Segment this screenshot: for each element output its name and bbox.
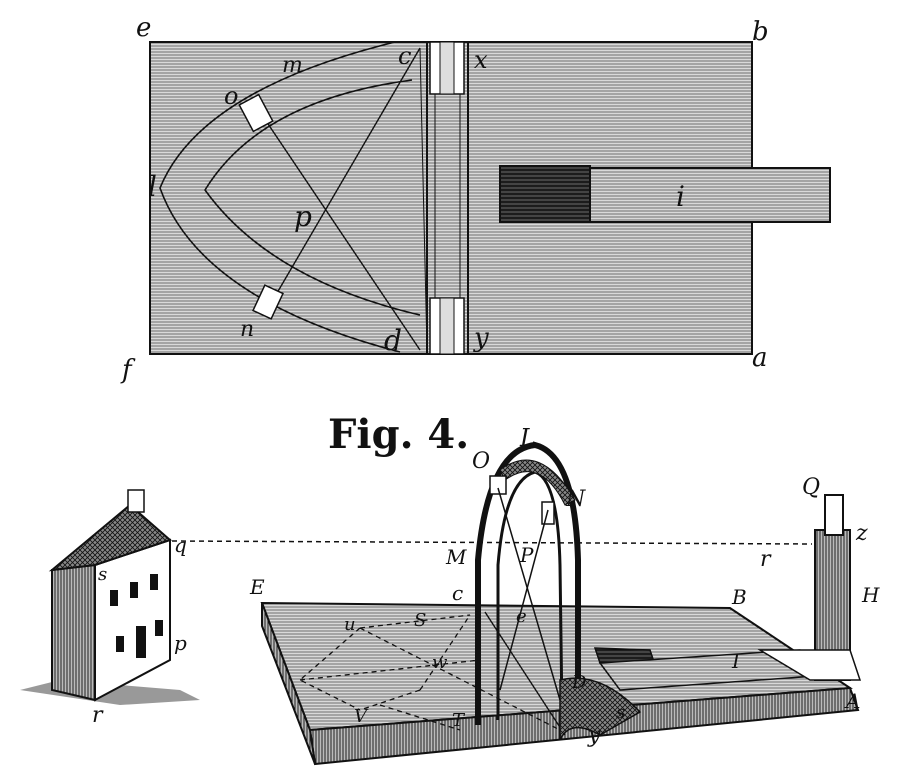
sight-N xyxy=(541,501,555,525)
label-q: q xyxy=(174,533,187,557)
label-p: p xyxy=(174,631,187,655)
house-window xyxy=(155,620,163,636)
house-window xyxy=(150,574,158,590)
figure-caption: Fig. 4. xyxy=(328,411,469,458)
plan-sight-n xyxy=(252,284,284,320)
label-S: S xyxy=(414,610,426,631)
label-s-house: s xyxy=(98,564,107,585)
label-I: I xyxy=(731,649,741,673)
plan-inner-arc xyxy=(204,79,421,316)
vane-base xyxy=(757,649,862,681)
label-A: A xyxy=(844,689,860,713)
semicircle-rim-shading xyxy=(499,459,576,506)
plan-line-c-d xyxy=(269,47,421,306)
plan-sight-o xyxy=(238,93,274,133)
label-Q: Q xyxy=(802,475,820,500)
plan-label-i: i xyxy=(676,180,685,213)
perspective-view: L O N Q z M P q r s E c B H u S e w p I … xyxy=(20,424,880,766)
label-O: O xyxy=(472,449,490,474)
label-r-upper: r xyxy=(760,547,772,572)
plan-label-d: d xyxy=(384,324,402,357)
instrument-foot xyxy=(559,677,642,741)
table-dashed-lines xyxy=(298,614,561,731)
label-r-lower: r xyxy=(92,703,104,728)
label-N: N xyxy=(565,487,586,512)
plan-label-p: p xyxy=(294,200,312,233)
semicircle-instrument xyxy=(475,441,642,741)
plan-sight-bar xyxy=(589,167,831,223)
label-s-foot: s xyxy=(616,702,625,723)
house-door xyxy=(136,626,146,658)
plan-label-f: f xyxy=(120,355,136,385)
house-window xyxy=(130,582,138,598)
label-E: E xyxy=(249,575,265,599)
label-z: z xyxy=(855,521,868,546)
plan-label-m: m xyxy=(282,53,303,78)
plan-dark-block xyxy=(499,165,591,223)
plan-label-o: o xyxy=(224,82,238,110)
plan-label-l: l xyxy=(148,170,157,203)
plan-vane-bottom-inner xyxy=(439,297,455,355)
label-M: M xyxy=(445,545,467,569)
instrument-diameter xyxy=(499,509,549,691)
back-sight-vane xyxy=(757,494,862,681)
instrument-diameter xyxy=(497,487,561,701)
label-V: V xyxy=(354,706,369,727)
label-P: P xyxy=(519,543,534,567)
label-B: B xyxy=(731,585,747,609)
plan-outer-arc xyxy=(159,41,401,353)
plan-line-c-x xyxy=(419,47,428,351)
label-e: e xyxy=(516,606,527,627)
label-H: H xyxy=(861,583,880,607)
house-roof xyxy=(48,503,172,572)
sight-line-dashed xyxy=(171,540,813,545)
plan-label-x: x xyxy=(474,46,488,74)
label-u: u xyxy=(344,614,356,635)
plan-label-y: y xyxy=(473,323,489,353)
label-L: L xyxy=(519,424,536,452)
sight-O xyxy=(489,475,507,495)
house xyxy=(48,489,172,702)
house-window xyxy=(116,636,124,652)
house-side xyxy=(51,563,96,702)
plan-view: e b f a m c x o l p i n d y xyxy=(120,13,831,385)
label-y: y xyxy=(587,723,601,748)
house-window xyxy=(110,590,118,606)
plane-table xyxy=(260,601,860,766)
plan-vane-top-inner xyxy=(439,41,455,95)
label-T: T xyxy=(452,710,466,731)
label-D: D xyxy=(571,672,587,693)
label-c: c xyxy=(452,581,463,605)
house-chimney xyxy=(127,489,145,513)
vane-top xyxy=(824,494,844,536)
plan-label-n: n xyxy=(240,317,254,342)
table-left-edge xyxy=(261,602,316,765)
semicircle-outer xyxy=(475,441,581,725)
plan-label-c: c xyxy=(398,42,411,70)
plan-line-o-d xyxy=(259,111,421,351)
label-w: w xyxy=(432,652,448,673)
plan-label-e: e xyxy=(136,13,151,43)
plan-label-b: b xyxy=(752,17,769,47)
plan-label-a: a xyxy=(752,343,768,373)
